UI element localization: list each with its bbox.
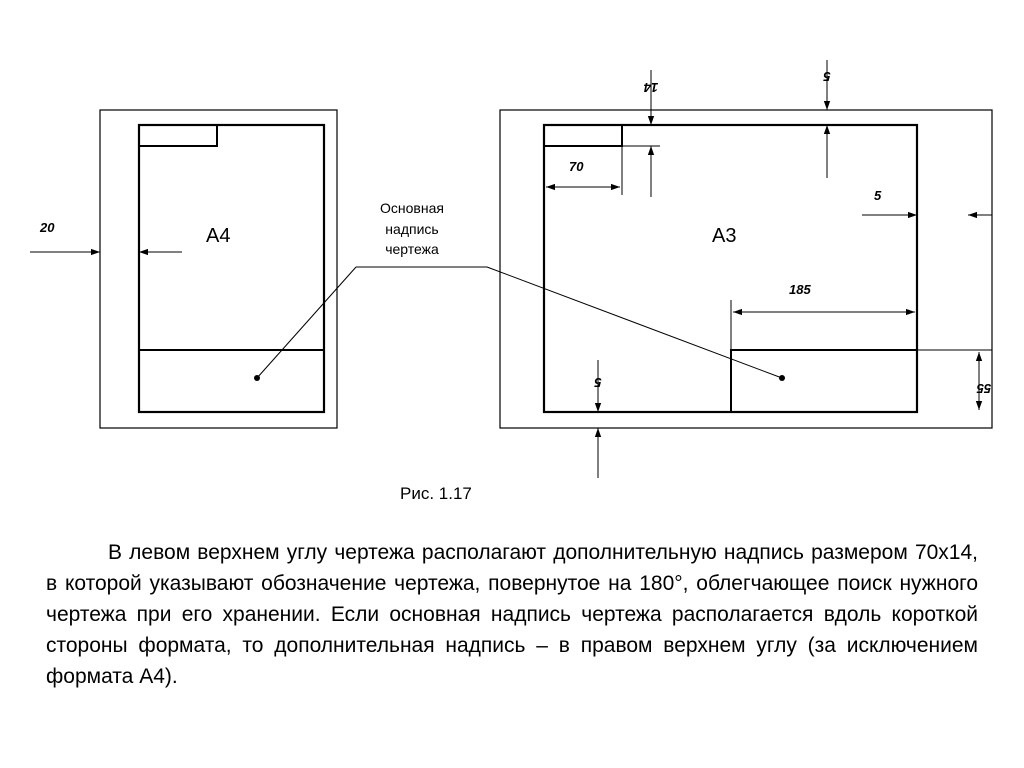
a3-outer-trim: [499, 109, 993, 429]
a4-additional-title-block: [138, 124, 218, 147]
callout-leader-a3: [486, 266, 783, 379]
figure-caption: Рис. 1.17: [400, 484, 472, 503]
a3-title-height-label: 55: [976, 381, 991, 396]
a3-sheet: A3 70 14 5 5 185 55 5: [499, 60, 993, 478]
a3-right-dim-label: 5: [874, 188, 882, 203]
a4-outer-trim: [99, 109, 338, 429]
a4-left-dim-label: 20: [39, 220, 55, 235]
a3-format-label: A3: [712, 225, 736, 247]
callout-line-1: Основная: [380, 200, 444, 216]
drawing-formats-figure: A4 20 A3 70 14 5 5 185: [30, 60, 993, 503]
a4-format-label: A4: [206, 225, 230, 247]
body-paragraph: В левом верхнем углу чертежа располагают…: [46, 537, 978, 692]
a4-frame: [137, 123, 326, 414]
a3-additional-title-block: [543, 124, 623, 147]
a4-title-block-point: [254, 375, 260, 381]
a3-title-width-label: 185: [789, 282, 811, 297]
title-block-callout: Основная надпись чертежа: [254, 200, 785, 381]
a3-main-title-block: [730, 349, 918, 413]
callout-line-3: чертежа: [385, 241, 439, 257]
a4-sheet: A4 20: [30, 109, 338, 429]
a3-add-height-label: 14: [643, 80, 658, 95]
a3-top-dim-label: 5: [823, 69, 831, 84]
paragraph-text: В левом верхнем углу чертежа располагают…: [46, 541, 978, 688]
callout-leader-a4: [256, 266, 357, 379]
a3-bottom-dim-label: 5: [594, 375, 602, 390]
a3-add-width-label: 70: [569, 159, 584, 174]
a3-title-block-point: [779, 375, 785, 381]
callout-line-2: надпись: [385, 221, 438, 237]
